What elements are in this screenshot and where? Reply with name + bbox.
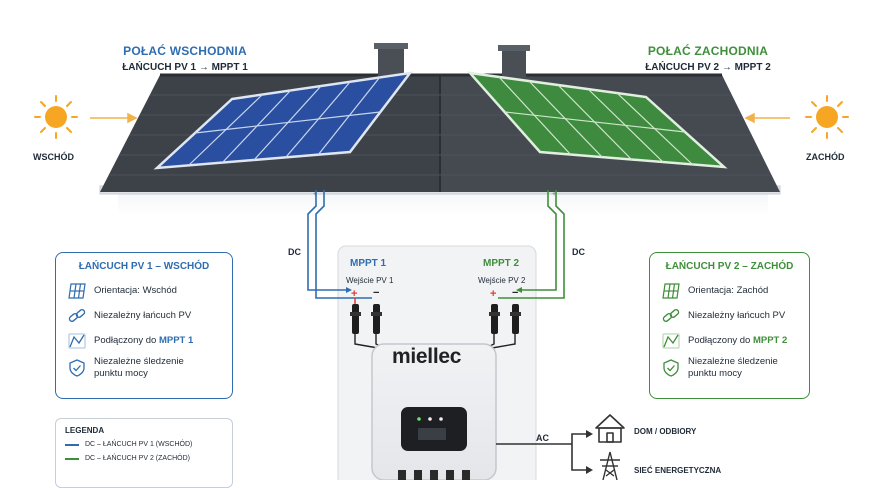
output-home-label: DOM / ODBIORY <box>634 427 697 436</box>
chimney-right <box>498 45 530 78</box>
dc-arrow-west <box>516 287 522 293</box>
card-row: Podłączony do MPPT 2 <box>660 328 799 353</box>
chain-link-icon <box>66 307 88 325</box>
card-row: Orientacja: Wschód <box>66 278 222 303</box>
mppt1-input: Wejście PV 1 <box>346 276 394 285</box>
chain-link-icon <box>660 307 682 325</box>
chimney-left <box>374 43 408 78</box>
inverter-brand-logo: miellec <box>392 345 462 368</box>
roof-west-title: POŁAĆ ZACHODNIA <box>647 44 769 58</box>
card-row: Niezależny łańcuch PV <box>66 303 222 328</box>
connection-icon <box>660 332 682 350</box>
card-row-text: Podłączony do <box>688 334 753 346</box>
shield-check-icon <box>66 359 88 377</box>
card-row-text: Orientacja: Zachód <box>688 284 769 296</box>
mppt2-input: Wejście PV 2 <box>478 276 526 285</box>
mppt1-plus: + <box>351 288 358 300</box>
dc-polarity-west: + <box>552 191 556 198</box>
shield-check-icon <box>660 359 682 377</box>
sun-icon <box>805 95 849 139</box>
solar-panel-icon <box>660 282 682 300</box>
card-row-bold: MPPT 1 <box>158 334 194 346</box>
mppt2-minus: − <box>512 287 519 299</box>
card-row-text: Niezależny łańcuch PV <box>688 309 786 321</box>
mc4-connectors-mppt2 <box>485 304 521 349</box>
dc-polarity-east: + <box>313 191 317 198</box>
roof-east-title: POŁAĆ WSCHODNIA <box>123 44 247 58</box>
legend-swatch <box>65 443 79 446</box>
connection-icon <box>66 332 88 350</box>
output-grid-label: SIEĆ ENERGETYCZNA <box>634 466 722 475</box>
roof-east-subtitle: ŁAŃCUCH PV 1 → MPPT 1 <box>122 62 248 73</box>
legend-title: LEGENDA <box>65 426 105 435</box>
dc-cable-east <box>307 190 372 299</box>
info-card-east-title: ŁAŃCUCH PV 1 – WSCHÓD <box>78 261 210 272</box>
dc-cable-west <box>498 190 565 299</box>
power-pylon-icon <box>600 451 620 480</box>
legend-item-east: DC – ŁAŃCUCH PV 1 (WSCHÓD) <box>65 441 223 448</box>
mppt1-title: MPPT 1 <box>350 258 387 269</box>
card-row: Podłączony do MPPT 1 <box>66 328 222 353</box>
roof-west-subtitle: ŁAŃCUCH PV 2 → MPPT 2 <box>645 62 771 73</box>
card-row: Niezależny łańcuch PV <box>660 303 799 328</box>
sun-icon <box>34 95 78 139</box>
info-card-west-title: ŁAŃCUCH PV 2 – ZACHÓD <box>665 261 794 272</box>
mc4-connectors-mppt1 <box>350 298 385 349</box>
card-row: Orientacja: Zachód <box>660 278 799 303</box>
legend-item-west: DC – ŁAŃCUCH PV 2 (ZACHÓD) <box>65 455 223 462</box>
house-icon <box>595 414 625 443</box>
mppt2-title: MPPT 2 <box>483 258 520 269</box>
info-card-east: ŁAŃCUCH PV 1 – WSCHÓD Orientacja: Wschód… <box>55 252 233 399</box>
inverter-device <box>371 343 497 480</box>
legend: LEGENDA DC – ŁAŃCUCH PV 1 (WSCHÓD) DC – … <box>55 418 233 488</box>
ac-label: AC <box>536 433 549 443</box>
solar-panel-icon <box>66 282 88 300</box>
sun-west-label: ZACHÓD <box>806 152 845 162</box>
card-row-text: Orientacja: Wschód <box>94 284 177 296</box>
mppt2-plus: + <box>490 288 497 300</box>
legend-swatch <box>65 457 79 460</box>
dc-label-west: DC <box>572 247 585 257</box>
card-row-text: Niezależny łańcuch PV <box>94 309 192 321</box>
sun-east-label: WSCHÓD <box>33 152 74 162</box>
legend-item-label: DC – ŁAŃCUCH PV 1 (WSCHÓD) <box>85 441 193 448</box>
card-row-text-line2: punktu mocy <box>94 368 148 379</box>
sunlight-arrow-west <box>744 112 790 124</box>
card-row-text-line2: punktu mocy <box>688 368 742 379</box>
dc-arrow-east <box>346 287 352 293</box>
ac-cable <box>496 433 588 471</box>
card-row-text: Niezależne śledzenie <box>94 356 184 367</box>
card-row-text: Niezależne śledzenie <box>688 356 778 367</box>
card-row-text: Podłączony do <box>94 334 159 346</box>
solar-array-east <box>153 71 413 170</box>
card-row-bold: MPPT 2 <box>752 334 788 346</box>
info-card-west: ŁAŃCUCH PV 2 – ZACHÓD Orientacja: Zachód… <box>649 252 810 399</box>
solar-array-west <box>466 71 728 169</box>
sunlight-arrow-east <box>90 112 138 124</box>
legend-item-label: DC – ŁAŃCUCH PV 2 (ZACHÓD) <box>85 455 191 462</box>
mppt1-minus: − <box>373 287 380 299</box>
dc-label-east: DC <box>288 247 301 257</box>
